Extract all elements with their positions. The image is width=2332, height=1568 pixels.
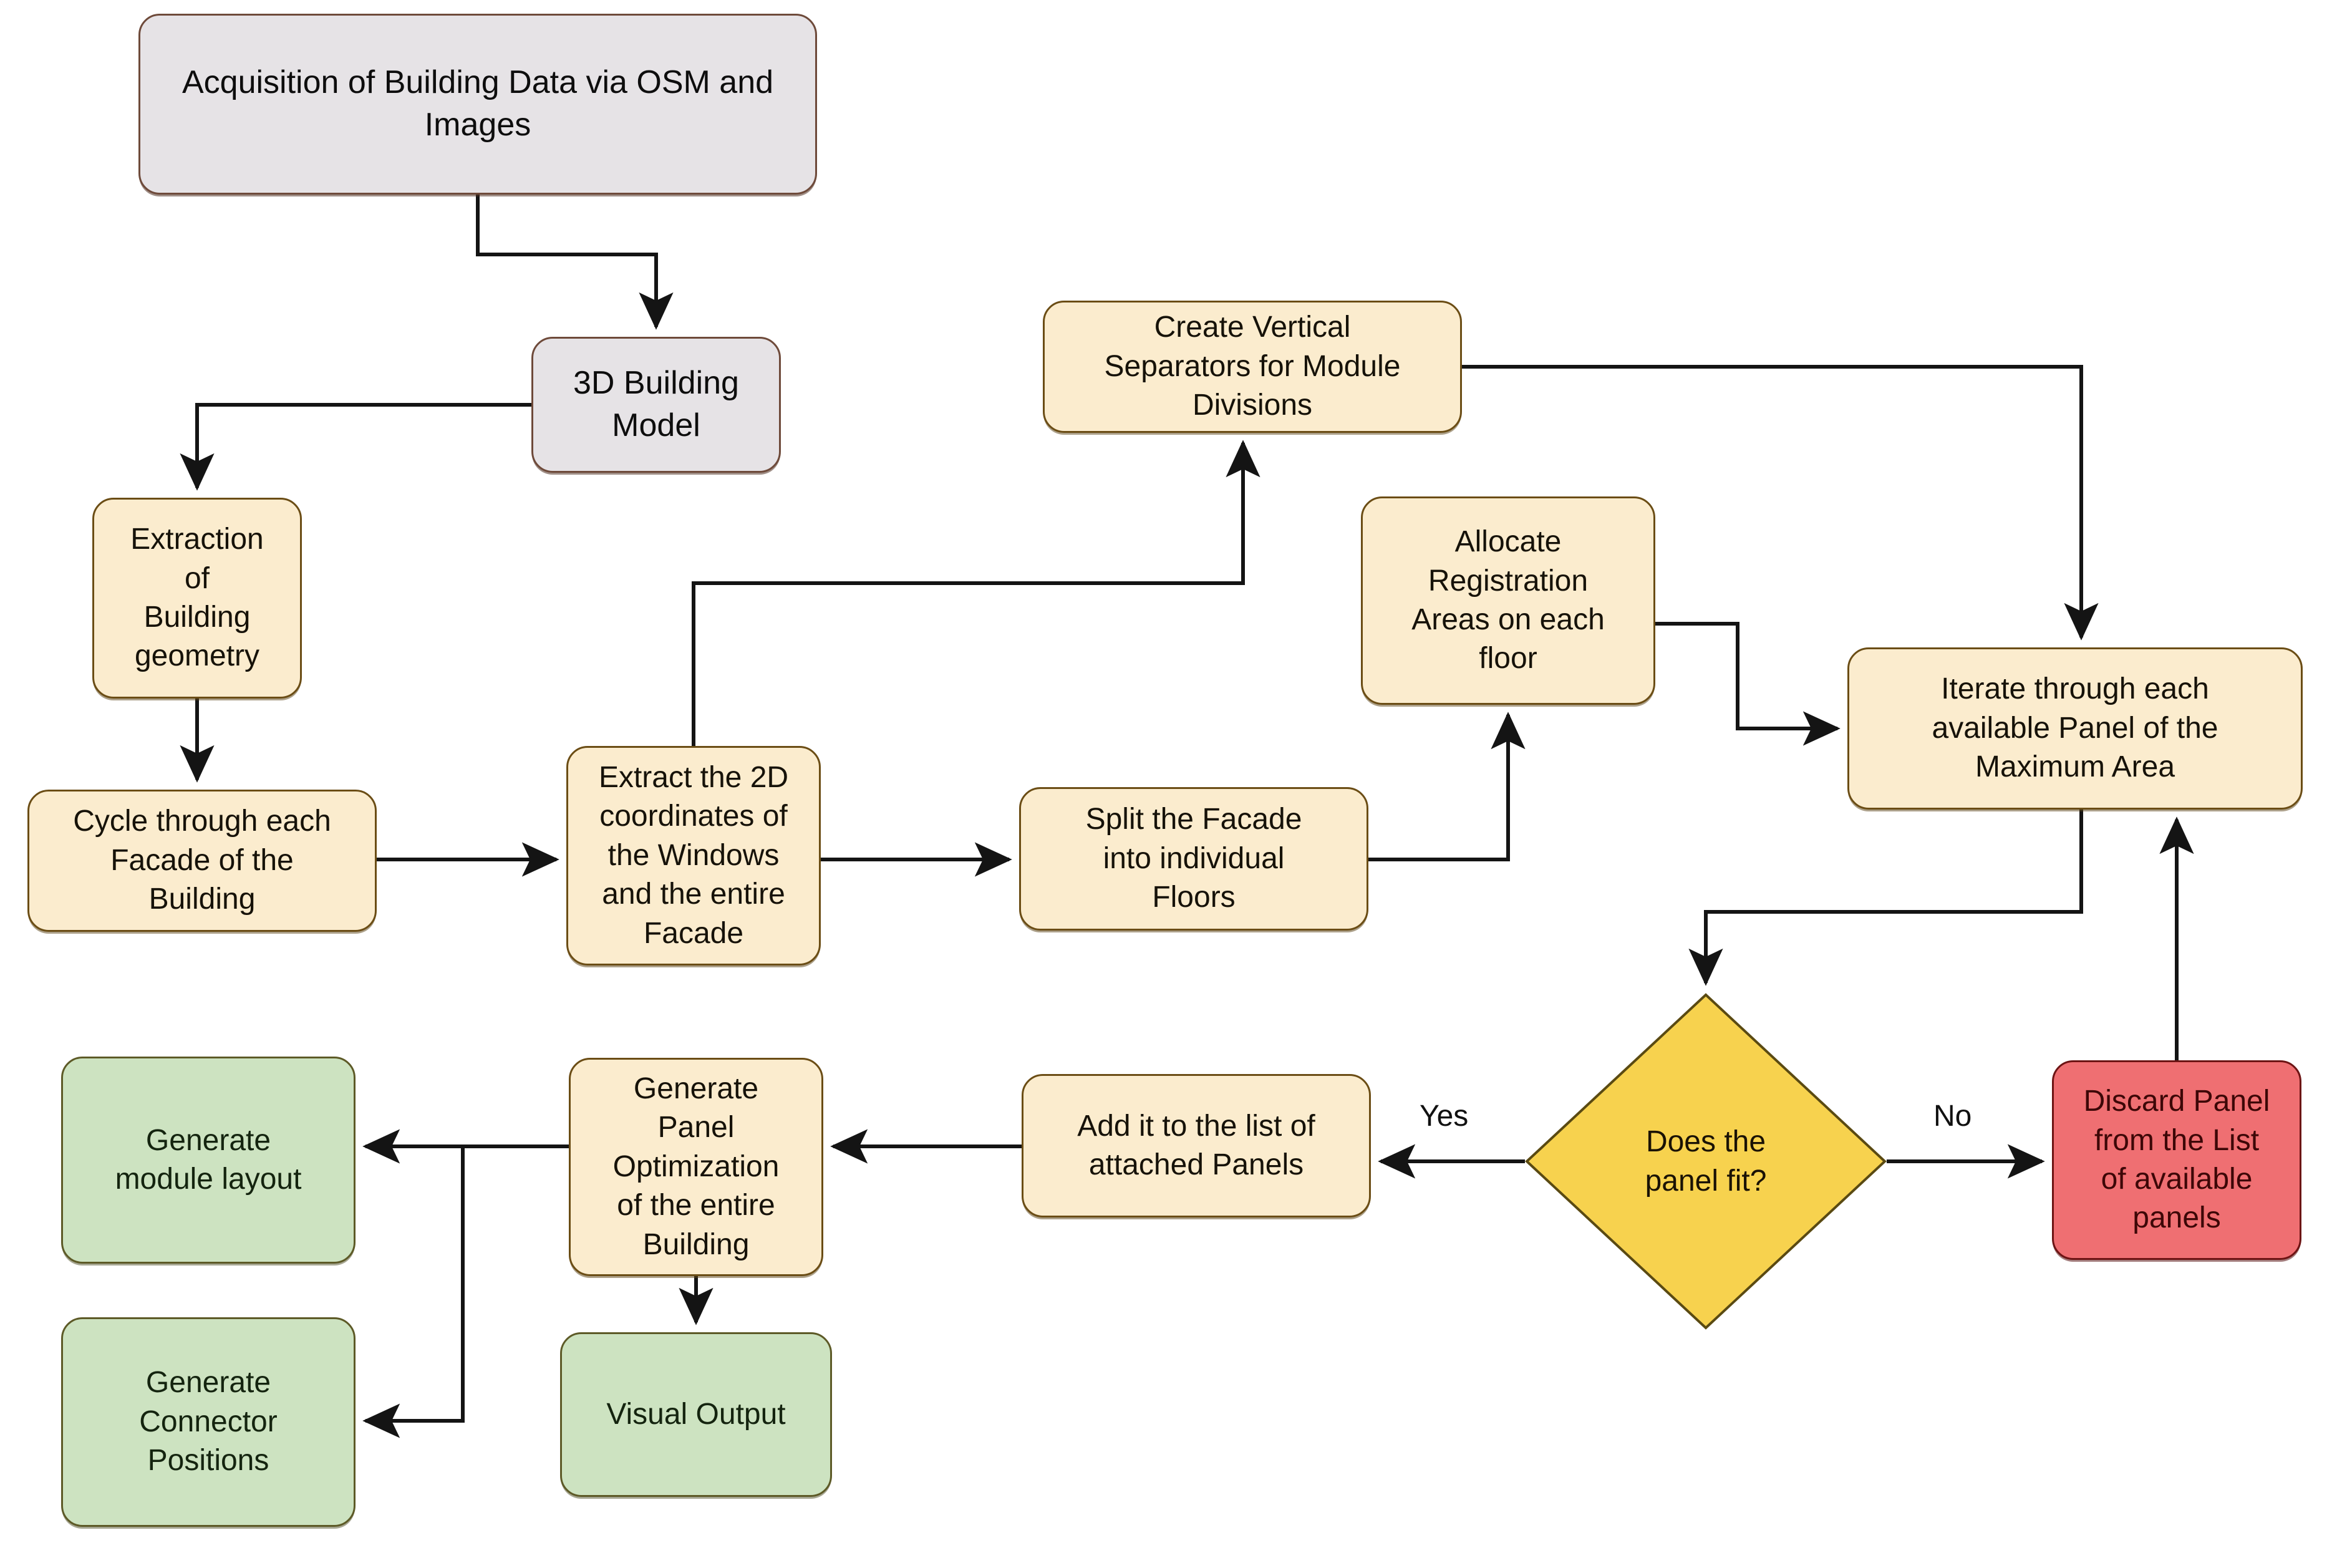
node-cycle-through-each-facade[interactable]: Cycle through each Facade of the Buildin… — [27, 790, 377, 932]
edge-optimization-to-connectorpos — [362, 1146, 465, 1438]
edge-splitfacade-to-allocate — [1368, 712, 1526, 861]
edge-model3d-to-extraction — [180, 403, 531, 491]
no-text: No — [1933, 1100, 1972, 1133]
edge-label-no: No — [1933, 1099, 1972, 1133]
node-create-vertical-separators[interactable]: Create Vertical Separators for Module Di… — [1043, 301, 1462, 433]
node-acquisition-of-building-data[interactable]: Acquisition of Building Data via OSM and… — [138, 14, 817, 195]
node-label: Allocate Registration Areas on each floo… — [1411, 525, 1605, 675]
edge-extract2d-to-separators — [692, 440, 1260, 746]
node-label: Generate Connector Positions — [139, 1366, 278, 1478]
node-extract-2d-coordinates[interactable]: Extract the 2D coordinates of the Window… — [566, 746, 821, 965]
node-iterate-through-each-panel[interactable]: Iterate through each available Panel of … — [1847, 647, 2303, 810]
node-generate-connector-positions[interactable]: Generate Connector Positions — [61, 1317, 356, 1527]
node-label: 3D Building Model — [573, 365, 739, 443]
node-discard-panel[interactable]: Discard Panel from the List of available… — [2052, 1060, 2301, 1260]
node-generate-module-layout[interactable]: Generate module layout — [61, 1057, 356, 1264]
edge-label-yes: Yes — [1420, 1099, 1468, 1133]
node-label: Split the Facade into individual Floors — [1085, 803, 1302, 914]
node-visual-output[interactable]: Visual Output — [560, 1332, 832, 1497]
node-label: Create Vertical Separators for Module Di… — [1104, 311, 1401, 422]
edge-allocate-to-iterate — [1655, 622, 1841, 746]
node-label: Discard Panel from the List of available… — [2083, 1085, 2270, 1235]
node-label: Does the panel fit? — [1645, 1125, 1767, 1198]
edge-iterate-to-panelfit — [1688, 810, 2083, 986]
node-does-the-panel-fit[interactable]: Does the panel fit? — [1525, 993, 1887, 1330]
node-extraction-of-building-geometry[interactable]: Extraction of Building geometry — [92, 498, 302, 699]
node-label: Extraction of Building geometry — [130, 523, 264, 673]
node-allocate-registration-areas[interactable]: Allocate Registration Areas on each floo… — [1361, 496, 1655, 705]
edge-acquisition-to-model3d — [476, 195, 674, 330]
node-3d-building-model[interactable]: 3D Building Model — [531, 337, 781, 473]
node-label: Cycle through each Facade of the Buildin… — [73, 805, 331, 916]
node-label: Acquisition of Building Data via OSM and… — [181, 64, 774, 143]
node-label: Generate module layout — [115, 1123, 302, 1196]
node-label: Visual Output — [606, 1397, 786, 1431]
node-label: Generate Panel Optimization of the entir… — [612, 1072, 780, 1261]
node-label: Extract the 2D coordinates of the Window… — [598, 761, 789, 950]
diamond-shape — [1525, 993, 1887, 1330]
yes-text: Yes — [1420, 1100, 1469, 1133]
node-split-facade-into-floors[interactable]: Split the Facade into individual Floors — [1019, 787, 1368, 931]
node-add-to-attached-panels[interactable]: Add it to the list of attached Panels — [1022, 1074, 1371, 1217]
node-label: Add it to the list of attached Panels — [1077, 1109, 1315, 1181]
node-generate-panel-optimization[interactable]: Generate Panel Optimization of the entir… — [569, 1058, 823, 1276]
node-label: Iterate through each available Panel of … — [1932, 672, 2218, 784]
